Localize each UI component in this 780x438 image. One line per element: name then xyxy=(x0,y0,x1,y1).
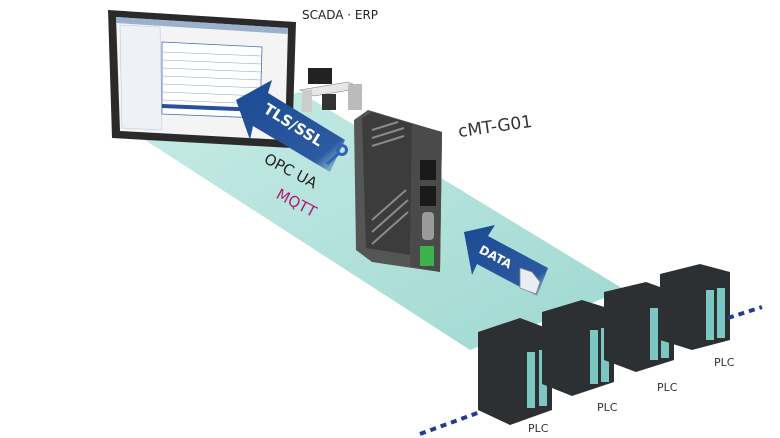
cmt-g01-device xyxy=(354,110,442,272)
plc-cabinet xyxy=(478,318,552,425)
folder-icon xyxy=(519,267,541,295)
plc-cabinets xyxy=(478,264,730,425)
key-icon xyxy=(325,144,348,166)
plc-cabinet xyxy=(542,300,614,396)
plc-label-3: PLC xyxy=(657,381,678,394)
tls-arrow xyxy=(236,80,345,172)
fieldbus-line-left xyxy=(419,410,481,436)
plc-cabinet xyxy=(660,264,730,350)
fieldbus-line-right xyxy=(727,305,763,320)
plc-label-1: PLC xyxy=(528,422,549,435)
scada-erp-label: SCADA · ERP xyxy=(302,8,379,22)
plc-label-2: PLC xyxy=(597,401,618,414)
office-desk-icon xyxy=(298,68,364,112)
plc-label-4: PLC xyxy=(714,356,735,369)
